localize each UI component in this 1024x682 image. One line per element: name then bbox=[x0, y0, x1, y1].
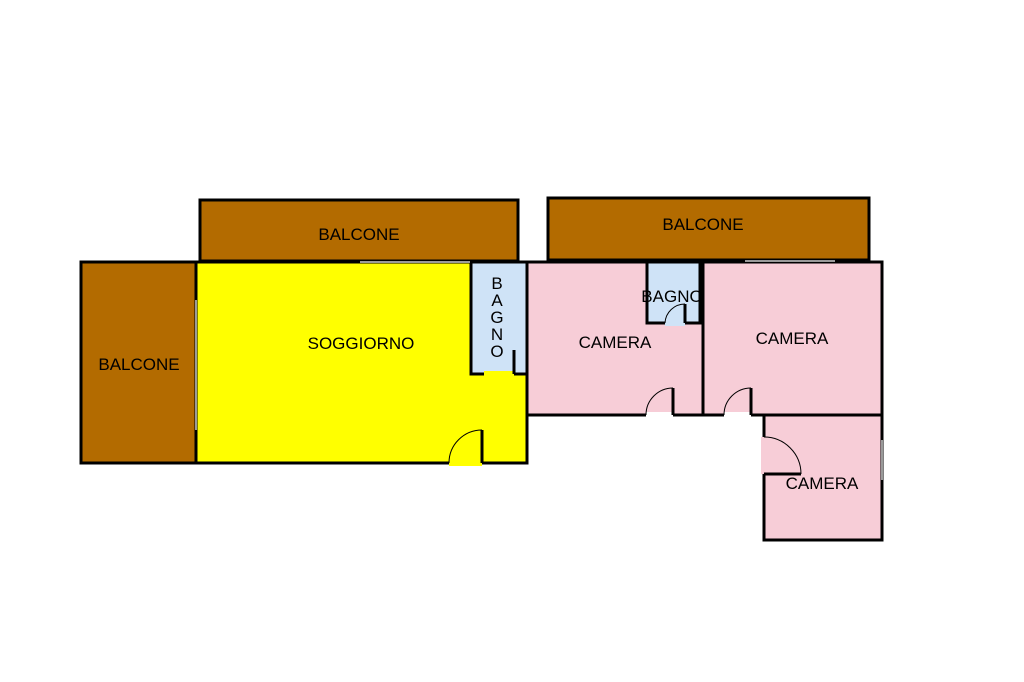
door-gap-soggiorno bbox=[449, 460, 482, 466]
balcone-left bbox=[79, 260, 198, 465]
bagno-small bbox=[645, 260, 702, 325]
door-gap-camera-2 bbox=[724, 412, 751, 418]
label-camera-1: CAMERA bbox=[579, 333, 652, 352]
door-gap-bagno-small bbox=[665, 320, 685, 326]
label-balcone-left: BALCONE bbox=[98, 355, 179, 374]
bagno-vertical bbox=[469, 260, 529, 376]
label-bagno-letter: B bbox=[491, 274, 502, 293]
door-arc-bagno-small bbox=[664, 303, 686, 324]
label-camera-3: CAMERA bbox=[786, 474, 859, 493]
label-bagno-letter: A bbox=[491, 291, 503, 310]
label-bagno-letter: O bbox=[490, 342, 503, 361]
label-bagno-small: BAGNO bbox=[641, 287, 702, 306]
door-gap-camera-3 bbox=[761, 437, 767, 474]
label-bagno-letter: N bbox=[491, 325, 503, 344]
camera-2 bbox=[701, 260, 884, 417]
door-arc-camera-1 bbox=[645, 387, 674, 416]
label-camera-2: CAMERA bbox=[756, 329, 829, 348]
door-arc-soggiorno bbox=[448, 429, 483, 464]
balcone-top-right bbox=[546, 196, 871, 262]
label-balcone-top-left: BALCONE bbox=[318, 225, 399, 244]
door-gap-bagno-vertical bbox=[484, 371, 514, 377]
door-arc-camera-3 bbox=[763, 436, 802, 475]
door-gap-camera-1 bbox=[646, 412, 673, 418]
door-arc-camera-2 bbox=[723, 387, 752, 416]
label-bagno-letter: G bbox=[490, 308, 503, 327]
balcone-top-left bbox=[198, 198, 520, 263]
label-balcone-top-right: BALCONE bbox=[662, 215, 743, 234]
label-soggiorno: SOGGIORNO bbox=[308, 334, 415, 353]
